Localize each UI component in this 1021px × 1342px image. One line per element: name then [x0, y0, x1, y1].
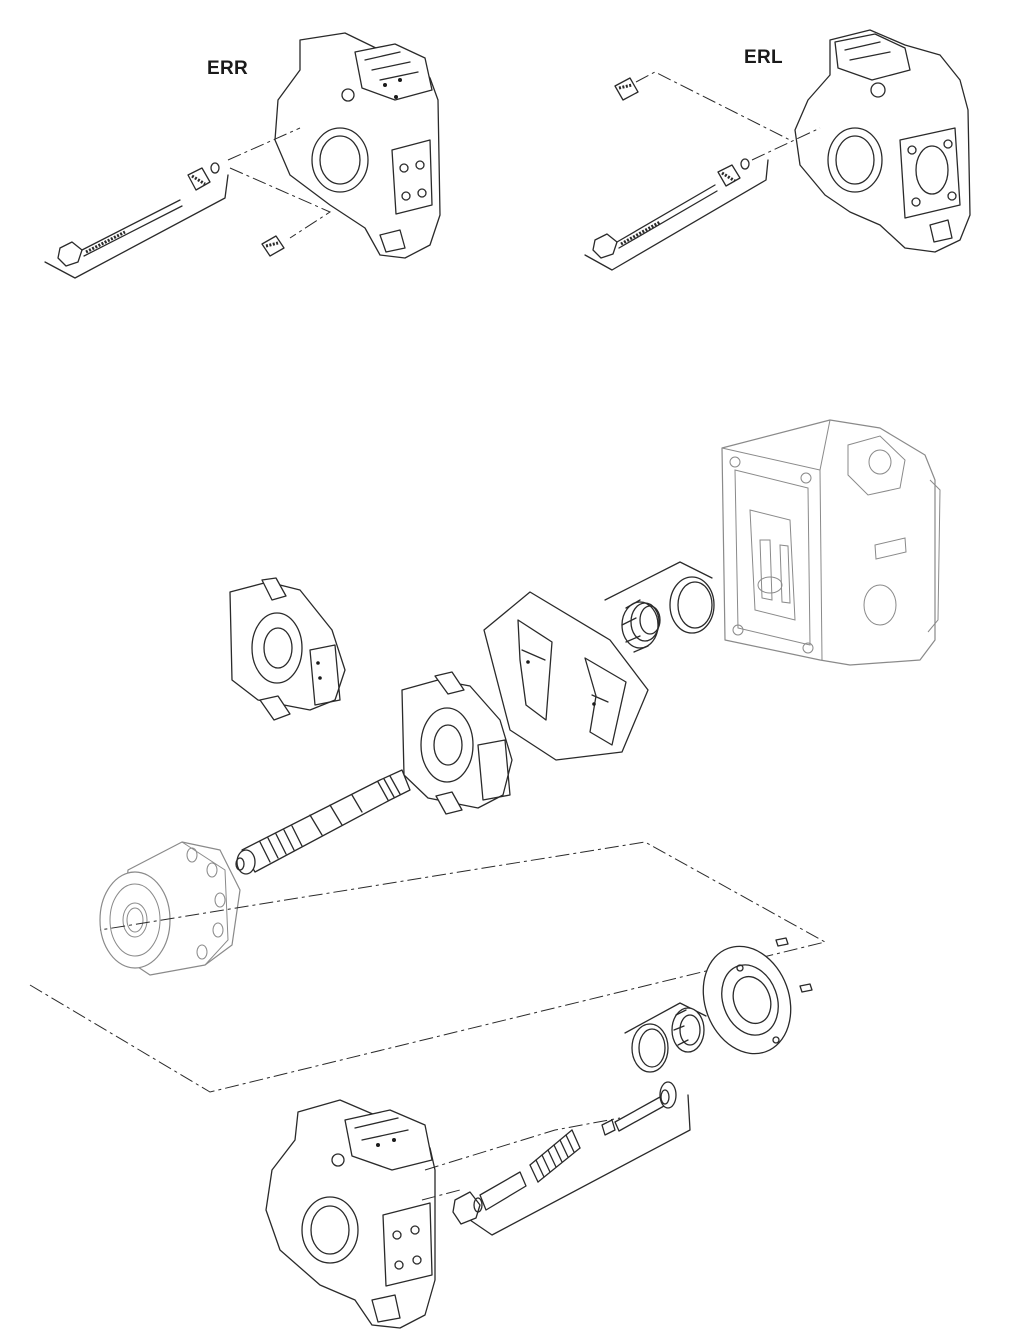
err-assembly	[44, 32, 441, 279]
lower-endcap-housing	[265, 1099, 436, 1329]
relief-valve-plug	[452, 1191, 483, 1225]
erl-bolt	[592, 184, 718, 259]
swashplate-bearing-set	[483, 591, 649, 761]
cylinder-block	[99, 841, 241, 976]
valve-plate	[702, 945, 792, 1055]
erl-small-plug	[614, 77, 639, 101]
swashplate-upper	[229, 577, 346, 721]
relief-valve-spring	[529, 1129, 581, 1183]
relief-valve-poppet	[601, 1081, 677, 1136]
pump-main-housing	[721, 419, 941, 666]
erl-assembly	[584, 29, 971, 271]
tapered-roller-bearing	[621, 599, 661, 653]
lower-tapered-bearing	[671, 1007, 705, 1053]
dowel-pins	[775, 937, 813, 993]
swashplate-lower	[401, 671, 513, 815]
err-plug-fitting	[187, 167, 211, 191]
erl-o-ring	[740, 158, 750, 170]
err-variant-label: ERR	[207, 58, 249, 79]
bearing-cup	[669, 576, 715, 634]
relief-valve-spacer	[479, 1171, 527, 1211]
lower-bearing-cup	[631, 1023, 669, 1073]
erl-variant-label: ERL	[744, 47, 783, 68]
erl-endcap-housing	[794, 29, 971, 253]
err-small-plug	[261, 235, 285, 257]
err-o-ring	[210, 162, 220, 174]
err-endcap-housing	[274, 32, 441, 259]
erl-plug-fitting	[717, 164, 741, 187]
drive-shaft	[235, 769, 411, 875]
err-bolt	[57, 199, 183, 267]
